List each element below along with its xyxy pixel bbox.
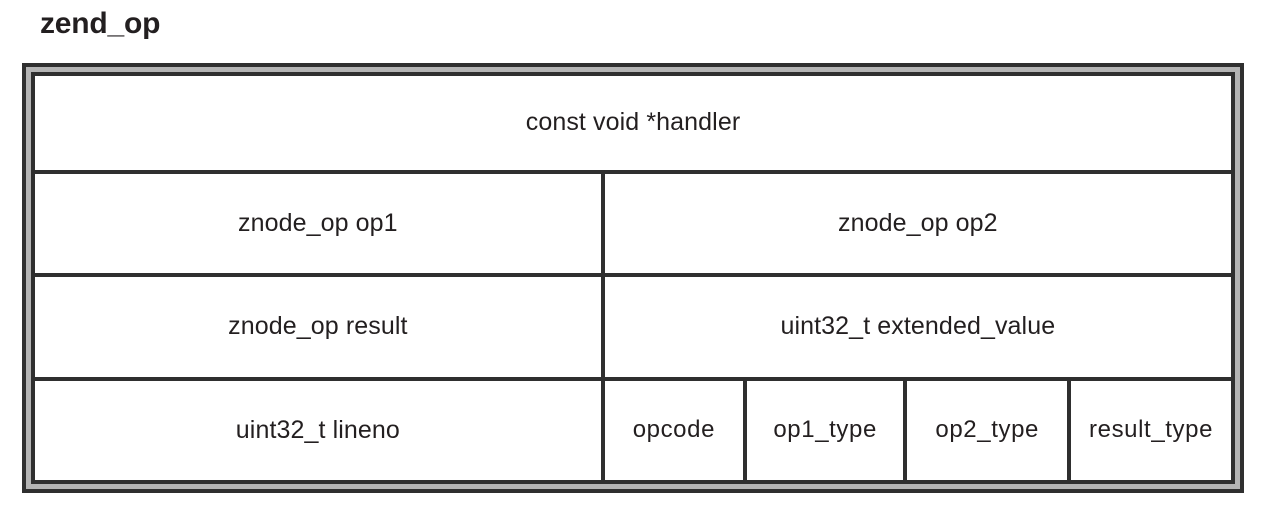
result-cell-label: znode_op result	[228, 312, 408, 341]
struct-layout-diagram: const void *handler znode_op op1 znode_o…	[22, 63, 1244, 493]
table-row: uint32_t lineno opcode op1_type op2_type…	[35, 376, 1231, 481]
op1-cell: znode_op op1	[35, 174, 601, 274]
handler-cell: const void *handler	[35, 76, 1231, 170]
opcode-cell: opcode	[600, 380, 743, 481]
lineno-cell-label: uint32_t lineno	[235, 415, 400, 444]
result-type-cell-label: result_type	[1089, 416, 1214, 444]
handler-cell-label: const void *handler	[525, 108, 741, 136]
table-row: znode_op result uint32_t extended_value	[35, 273, 1231, 377]
op2-cell-label: znode_op op2	[838, 208, 998, 237]
result-cell: znode_op result	[35, 277, 601, 377]
op1-cell-label: znode_op op1	[238, 208, 398, 237]
op2-type-cell-label: op2_type	[935, 416, 1039, 444]
op2-type-cell: op2_type	[903, 380, 1067, 481]
op1-type-cell-label: op1_type	[773, 416, 877, 444]
struct-table: const void *handler znode_op op1 znode_o…	[31, 72, 1235, 484]
result-type-cell: result_type	[1067, 380, 1231, 481]
opcode-cell-label: opcode	[632, 416, 716, 444]
page-title: zend_op	[40, 7, 161, 40]
lineno-cell: uint32_t lineno	[35, 381, 601, 481]
op2-cell: znode_op op2	[600, 173, 1231, 274]
table-row: const void *handler	[35, 76, 1231, 170]
extended-value-cell-label: uint32_t extended_value	[780, 312, 1056, 341]
extended-value-cell: uint32_t extended_value	[600, 277, 1231, 377]
table-row: znode_op op1 znode_op op2	[35, 169, 1231, 274]
op1-type-cell: op1_type	[743, 380, 903, 481]
